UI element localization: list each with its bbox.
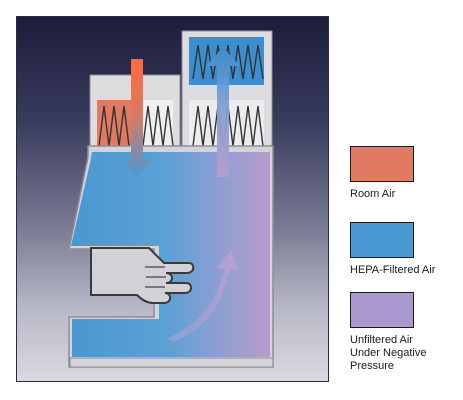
cabinet-diagram-panel [16, 16, 329, 382]
room-air-label: Room Air [350, 188, 396, 200]
filter-housing-group [89, 30, 273, 158]
legend-unfiltered-air: Unfiltered Air Under Negative Pressure [350, 292, 460, 373]
upper-filter-pleats-icon [192, 44, 264, 80]
hand-finger-lines [145, 266, 166, 288]
upward-exhaust-arrow-icon [206, 47, 240, 177]
curved-airflow-arrow-icon [167, 250, 239, 342]
hand-group [90, 247, 195, 304]
downward-room-air-arrow-icon [123, 59, 151, 177]
center-filter-pleats-icon [142, 105, 174, 147]
hepa-filtered-air-label: HEPA-Filtered Air [350, 264, 436, 276]
cabinet-base [69, 357, 274, 368]
unfiltered-air-label: Unfiltered Air Under Negative Pressure [350, 334, 427, 372]
unfiltered-air-swatch [350, 292, 414, 328]
room-air-swatch [350, 146, 414, 182]
legend-room-air: Room Air [350, 146, 460, 201]
airflow-arrows-group [123, 47, 240, 342]
cabinet-airflow-chamber [71, 152, 270, 357]
left-filter-pleats-icon [98, 105, 130, 147]
cabinet-airflow-illustration [68, 30, 274, 368]
hand-icon [90, 247, 195, 304]
cabinet-body-group [68, 145, 274, 368]
hepa-filtered-air-swatch [350, 222, 414, 258]
legend-hepa-filtered-air: HEPA-Filtered Air [350, 222, 460, 277]
